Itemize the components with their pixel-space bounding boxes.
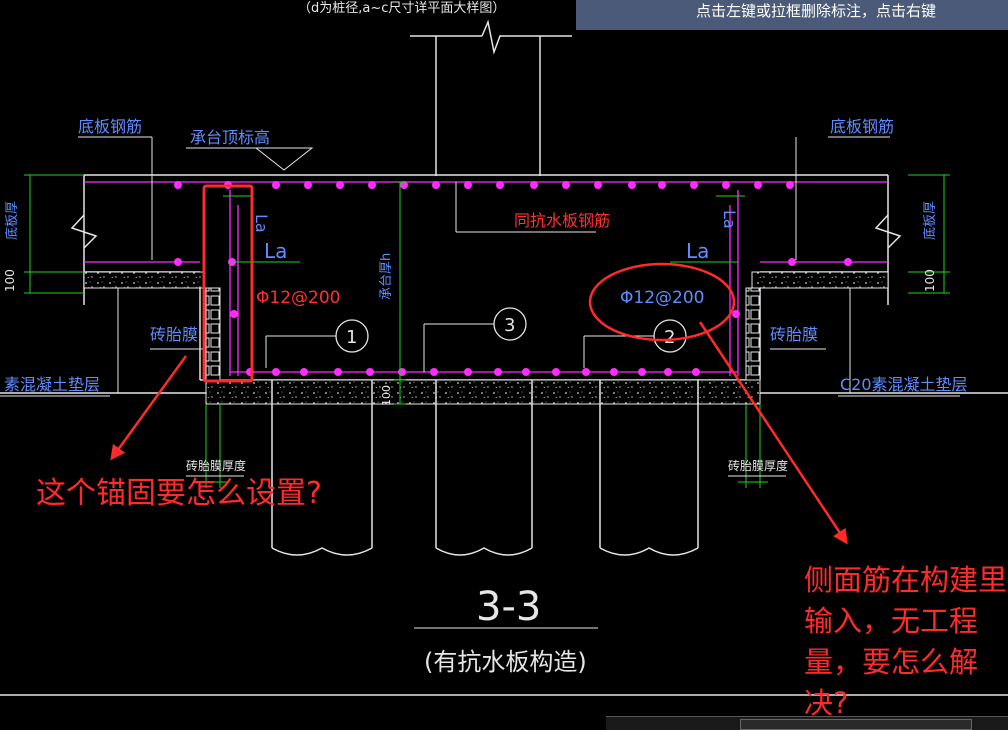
label-plain-concrete-right: C20素混凝土垫层 [840, 375, 968, 394]
rebar-dot [174, 258, 182, 266]
rebar-dot [754, 181, 762, 189]
rebar-dot [658, 181, 666, 189]
rebar-dot [432, 181, 440, 189]
rebar-dot [562, 181, 570, 189]
cushion-layer-left [83, 271, 205, 289]
label-bottom-rebar-left: 底板钢筋 [78, 117, 142, 136]
label-la-vertical-left: La [252, 214, 271, 233]
top-note: （d为桩径,a~c尺寸详平面大样图） [298, 1, 505, 16]
section-title: 3-3 [476, 584, 541, 630]
rebar-dot [230, 310, 238, 318]
label-slab-thickness-left: 底板厚 [4, 201, 20, 240]
rebar-dot [552, 368, 560, 376]
rebar-dot [400, 181, 408, 189]
label-dim-100-left: 100 [3, 269, 17, 292]
rebar-dot [430, 368, 438, 376]
rebar-dot [690, 181, 698, 189]
rebar-dot [494, 368, 502, 376]
brick-mold-right-wall [745, 287, 761, 381]
rebar-dot [366, 368, 374, 376]
dimension-lines [24, 174, 950, 488]
command-input[interactable] [740, 719, 972, 730]
callout-circle-2 [653, 319, 687, 353]
label-la-horizontal-left: La [264, 239, 287, 263]
rebar-dot [692, 368, 700, 376]
rebar-dot [304, 181, 312, 189]
rebar-dot [788, 258, 796, 266]
callout-circle-3 [493, 307, 527, 341]
rebar-dot [582, 368, 590, 376]
rebar-dots [174, 181, 852, 376]
rebar-dot [594, 181, 602, 189]
rebar-dot [368, 181, 376, 189]
rebar-dot [336, 181, 344, 189]
rebar-dot [786, 181, 794, 189]
label-brick-thickness-right: 砖胎膜厚度 [728, 458, 788, 473]
rebar-dot [722, 181, 730, 189]
rebar-dot [732, 310, 740, 318]
callout-1: 1 [346, 327, 357, 348]
column-above [410, 19, 572, 176]
cushion-layer-bottom [205, 379, 761, 405]
cushion-layer-right [751, 271, 889, 289]
section-subtitle: (有抗水板构造) [424, 648, 587, 676]
rebar-dot [272, 368, 280, 376]
piles [271, 380, 699, 556]
label-brick-mold-right: 砖胎膜 [770, 325, 818, 344]
status-bar-text: 点击左键或拉框删除标注，点击右键 [696, 2, 937, 20]
question-side-rebar: 侧面筋在构建里输入，无工程量，要怎么解决? [804, 563, 1008, 720]
label-same-as-slab-rebar: 同抗水板钢筋 [514, 211, 610, 230]
label-cap-top-elevation: 承台顶标高 [190, 128, 270, 147]
command-bar[interactable] [606, 716, 1008, 730]
brick-mold-left-wall [205, 287, 221, 381]
label-plain-concrete-left: 素混凝土垫层 [4, 375, 100, 394]
rebar-dot [464, 181, 472, 189]
callout-circle-1 [335, 319, 369, 353]
leader-lines [0, 136, 960, 629]
brick-mold-edges [117, 288, 851, 393]
rebar-dot [496, 181, 504, 189]
arrow-side-rebar-question [698, 321, 848, 545]
label-bottom-rebar-right: 底板钢筋 [830, 117, 894, 136]
label-brick-mold-left: 砖胎膜 [150, 325, 198, 344]
side-rebar-highlight-ellipse [588, 262, 736, 342]
label-dim-100-right: 100 [923, 269, 937, 292]
label-dim-100-bottom: 100 [380, 385, 393, 406]
label-la-vertical-right: La [720, 210, 739, 229]
rebar-dot [522, 368, 530, 376]
rebar-dot [464, 368, 472, 376]
rebar-dot [664, 368, 672, 376]
status-bar: 点击左键或拉框删除标注，点击右键 [576, 0, 1008, 30]
rebar-dot [638, 368, 646, 376]
rebar-dot [334, 368, 342, 376]
label-side-rebar-left: Φ12@200 [256, 288, 340, 308]
rebar-dot [300, 368, 308, 376]
rebar-dot [530, 181, 538, 189]
callout-2: 2 [664, 327, 675, 348]
label-slab-thickness-right: 底板厚 [922, 201, 938, 240]
rebar-dot [272, 181, 280, 189]
rebar-dot [398, 368, 406, 376]
rebar-dot [610, 368, 618, 376]
rebar-dot [174, 181, 182, 189]
callout-3: 3 [504, 315, 515, 336]
arrow-anchor-question [110, 355, 188, 461]
label-side-rebar-right: Φ12@200 [620, 288, 704, 308]
rebar-dot [628, 181, 636, 189]
question-anchor: 这个锚固要怎么设置? [36, 476, 322, 511]
rebar-dot [844, 258, 852, 266]
label-brick-thickness-left: 砖胎膜厚度 [186, 458, 246, 473]
label-cap-height: 承台厚h [379, 253, 394, 300]
anchor-highlight-box [202, 184, 254, 383]
label-la-horizontal-right: La [686, 239, 709, 263]
